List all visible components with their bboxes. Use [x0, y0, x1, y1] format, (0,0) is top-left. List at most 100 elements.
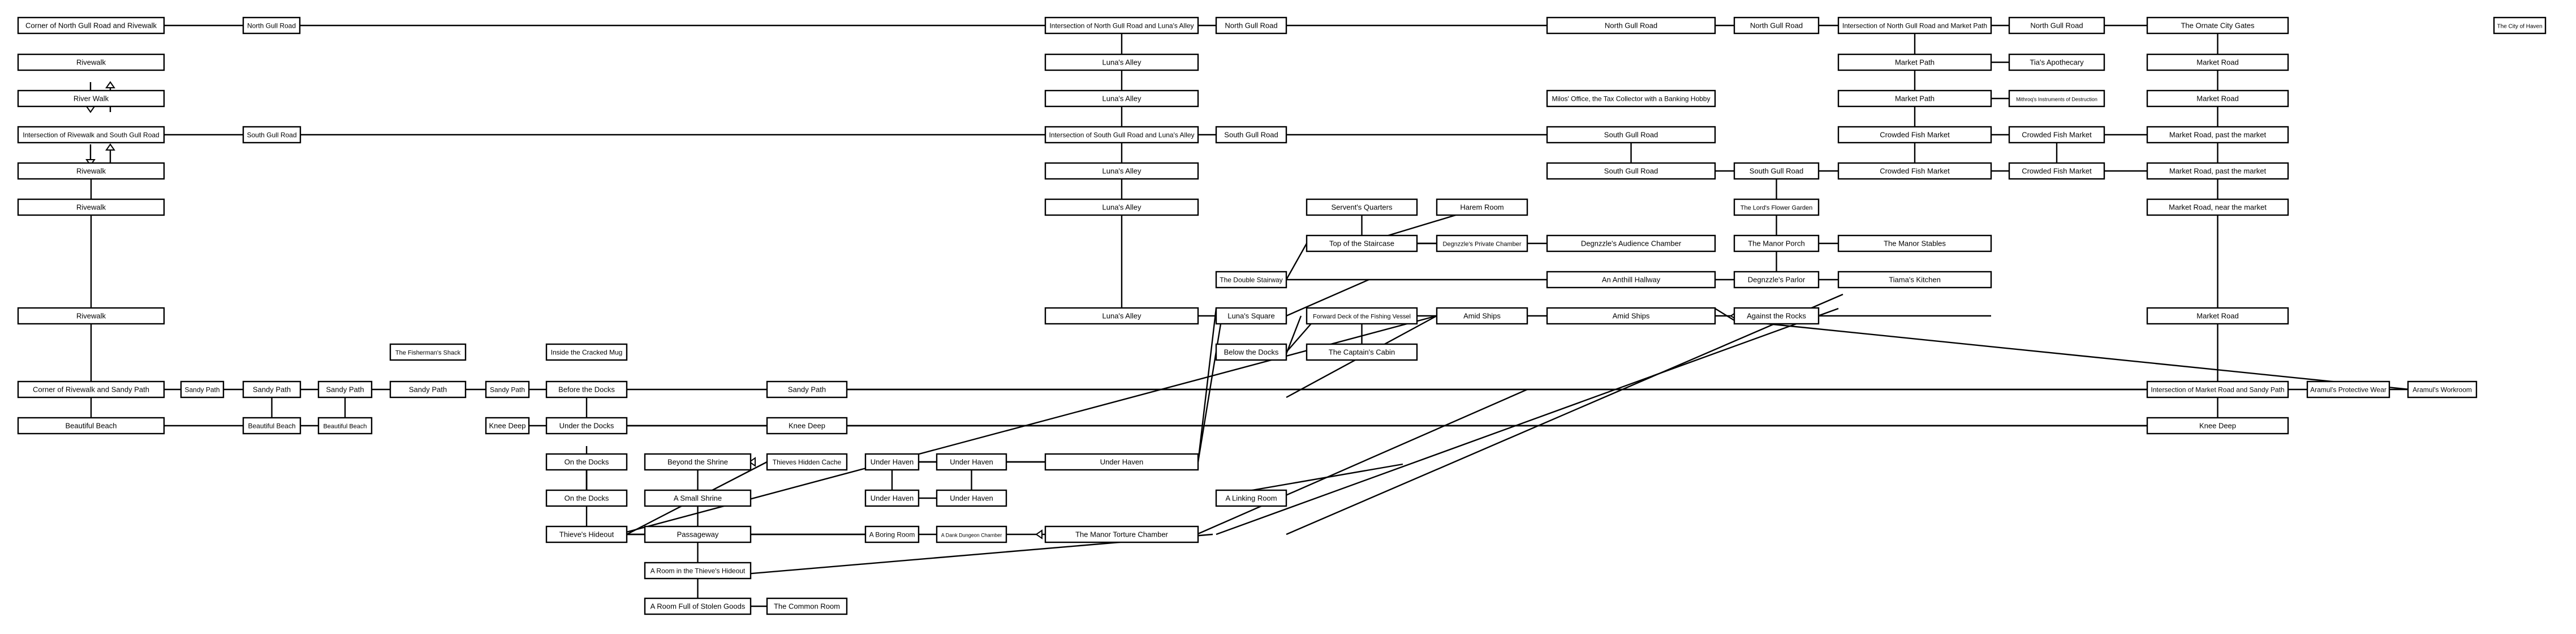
room-node[interactable]: North Gull Road — [1215, 16, 1287, 35]
room-node[interactable]: A Linking Room — [1215, 489, 1287, 507]
room-node[interactable]: Intersection of North Gull Road and Luna… — [1044, 16, 1199, 35]
room-node[interactable]: Under Haven — [936, 489, 1007, 507]
room-node[interactable]: Below the Docks — [1215, 343, 1287, 361]
room-node[interactable]: The Double Stairway — [1215, 271, 1287, 289]
room-node[interactable]: The Ornate City Gates — [2146, 16, 2289, 35]
room-node[interactable]: South Gull Road — [1733, 162, 1820, 180]
room-node[interactable]: Corner of Rivewalk and Sandy Path — [17, 380, 165, 399]
room-node[interactable]: North Gull Road — [2008, 16, 2105, 35]
room-node[interactable]: Knee Deep — [766, 417, 848, 435]
room-node[interactable]: On the Docks — [545, 453, 628, 471]
room-node[interactable]: Intersection of North Gull Road and Mark… — [1837, 16, 1992, 35]
room-node[interactable]: The Captain's Cabin — [1306, 343, 1418, 361]
room-node[interactable]: Under Haven — [864, 489, 920, 507]
room-node[interactable]: Market Road, past the market — [2146, 162, 2289, 180]
room-node[interactable]: South Gull Road — [1215, 126, 1287, 144]
room-node[interactable]: Amid Ships — [1436, 307, 1528, 325]
room-node[interactable]: Crowded Fish Market — [1837, 126, 1992, 144]
room-node[interactable]: Beautiful Beach — [317, 417, 373, 435]
room-node[interactable]: Intersection of Market Road and Sandy Pa… — [2146, 380, 2289, 399]
room-node[interactable]: Luna's Alley — [1044, 162, 1199, 180]
room-node[interactable]: Luna's Square — [1215, 307, 1287, 325]
room-node[interactable]: Knee Deep — [2146, 417, 2289, 435]
room-node[interactable]: Amid Ships — [1546, 307, 1716, 325]
room-node[interactable]: Rivewalk — [17, 162, 165, 180]
room-node[interactable]: Passageway — [644, 525, 752, 543]
room-node[interactable]: Rivewalk — [17, 307, 165, 325]
room-node[interactable]: South Gull Road — [1546, 162, 1716, 180]
room-node[interactable]: Top of the Staircase — [1306, 234, 1418, 252]
room-node[interactable]: Aramul's Workroom — [2407, 380, 2478, 399]
room-node[interactable]: A Boring Room — [864, 525, 920, 543]
room-node[interactable]: The Manor Porch — [1733, 234, 1820, 252]
room-node[interactable]: Before the Docks — [545, 380, 628, 399]
room-node[interactable]: Rivewalk — [17, 198, 165, 216]
room-node[interactable]: Beautiful Beach — [17, 417, 165, 435]
room-node[interactable]: An Anthill Hallway — [1546, 271, 1716, 289]
room-node[interactable]: Degnzzle's Audience Chamber — [1546, 234, 1716, 252]
room-node[interactable]: A Small Shrine — [644, 489, 752, 507]
room-node[interactable]: Luna's Alley — [1044, 53, 1199, 71]
room-node[interactable]: Degnzzle's Parlor — [1733, 271, 1820, 289]
room-node[interactable]: Degnzzle's Private Chamber — [1436, 234, 1528, 252]
room-node[interactable]: Market Road, past the market — [2146, 126, 2289, 144]
room-node[interactable]: Harem Room — [1436, 198, 1528, 216]
room-node[interactable]: Tia's Apothecary — [2008, 53, 2105, 71]
room-node[interactable]: Sandy Path — [242, 380, 301, 399]
room-node[interactable]: Mithroq's Instruments of Destruction — [2008, 89, 2105, 108]
room-node[interactable]: The Manor Stables — [1837, 234, 1992, 252]
room-node[interactable]: The City of Haven — [2493, 16, 2547, 35]
room-node[interactable]: Luna's Alley — [1044, 89, 1199, 108]
room-node[interactable]: Market Road — [2146, 89, 2289, 108]
room-node[interactable]: Rivewalk — [17, 53, 165, 71]
room-node[interactable]: Market Path — [1837, 89, 1992, 108]
room-node[interactable]: A Room Full of Stolen Goods — [644, 597, 752, 615]
room-node[interactable]: River Walk — [17, 89, 165, 108]
room-node[interactable]: Under Haven — [864, 453, 920, 471]
room-node[interactable]: The Common Room — [766, 597, 848, 615]
room-node[interactable]: Market Road, near the market — [2146, 198, 2289, 216]
room-node[interactable]: Market Road — [2146, 307, 2289, 325]
room-node[interactable]: Under Haven — [936, 453, 1007, 471]
room-node[interactable]: The Fisherman's Shack — [389, 343, 467, 361]
room-node[interactable]: The Lord's Flower Garden — [1733, 198, 1820, 216]
room-node[interactable]: The Manor Torture Chamber — [1044, 525, 1199, 543]
room-node[interactable]: Luna's Alley — [1044, 307, 1199, 325]
room-node[interactable]: Against the Rocks — [1733, 307, 1820, 325]
room-node[interactable]: Knee Deep — [485, 417, 530, 435]
room-node[interactable]: Luna's Alley — [1044, 198, 1199, 216]
room-node[interactable]: North Gull Road — [1733, 16, 1820, 35]
room-node[interactable]: Crowded Fish Market — [2008, 126, 2105, 144]
room-node[interactable]: Forward Deck of the Fishing Vessel — [1306, 307, 1418, 325]
room-node[interactable]: Aramul's Protective Wear — [2306, 380, 2390, 399]
room-node[interactable]: Under the Docks — [545, 417, 628, 435]
room-node[interactable]: Sandy Path — [180, 380, 225, 399]
room-node[interactable]: North Gull Road — [1546, 16, 1716, 35]
room-node[interactable]: A Room in the Thieve's Hideout — [644, 562, 752, 580]
room-node[interactable]: Market Road — [2146, 53, 2289, 71]
room-node[interactable]: South Gull Road — [1546, 126, 1716, 144]
room-node[interactable]: South Gull Road — [242, 126, 301, 144]
room-node[interactable]: Inside the Cracked Mug — [545, 343, 628, 361]
room-node[interactable]: Intersection of South Gull Road and Luna… — [1044, 126, 1199, 144]
room-node[interactable]: Thieve's Hideout — [545, 525, 628, 543]
room-node[interactable]: Sandy Path — [485, 380, 530, 399]
room-node[interactable]: Market Path — [1837, 53, 1992, 71]
room-node[interactable]: Corner of North Gull Road and Rivewalk — [17, 16, 165, 35]
room-node[interactable]: Thieves Hidden Cache — [766, 453, 848, 471]
room-node[interactable]: Beautiful Beach — [242, 417, 301, 435]
room-node[interactable]: Beyond the Shrine — [644, 453, 752, 471]
room-node[interactable]: Servent's Quarters — [1306, 198, 1418, 216]
room-node[interactable]: Milos' Office, the Tax Collector with a … — [1546, 89, 1716, 108]
room-node[interactable]: Crowded Fish Market — [2008, 162, 2105, 180]
room-node[interactable]: On the Docks — [545, 489, 628, 507]
room-node[interactable]: Tiama's Kitchen — [1837, 271, 1992, 289]
room-node[interactable]: Sandy Path — [317, 380, 373, 399]
room-node[interactable]: Intersection of Rivewalk and South Gull … — [17, 126, 165, 144]
room-node[interactable]: Sandy Path — [389, 380, 467, 399]
room-node[interactable]: Crowded Fish Market — [1837, 162, 1992, 180]
room-node[interactable]: Sandy Path — [766, 380, 848, 399]
room-node[interactable]: North Gull Road — [242, 16, 301, 35]
room-node[interactable]: A Dank Dungeon Chamber — [936, 525, 1007, 543]
room-node[interactable]: Under Haven — [1044, 453, 1199, 471]
